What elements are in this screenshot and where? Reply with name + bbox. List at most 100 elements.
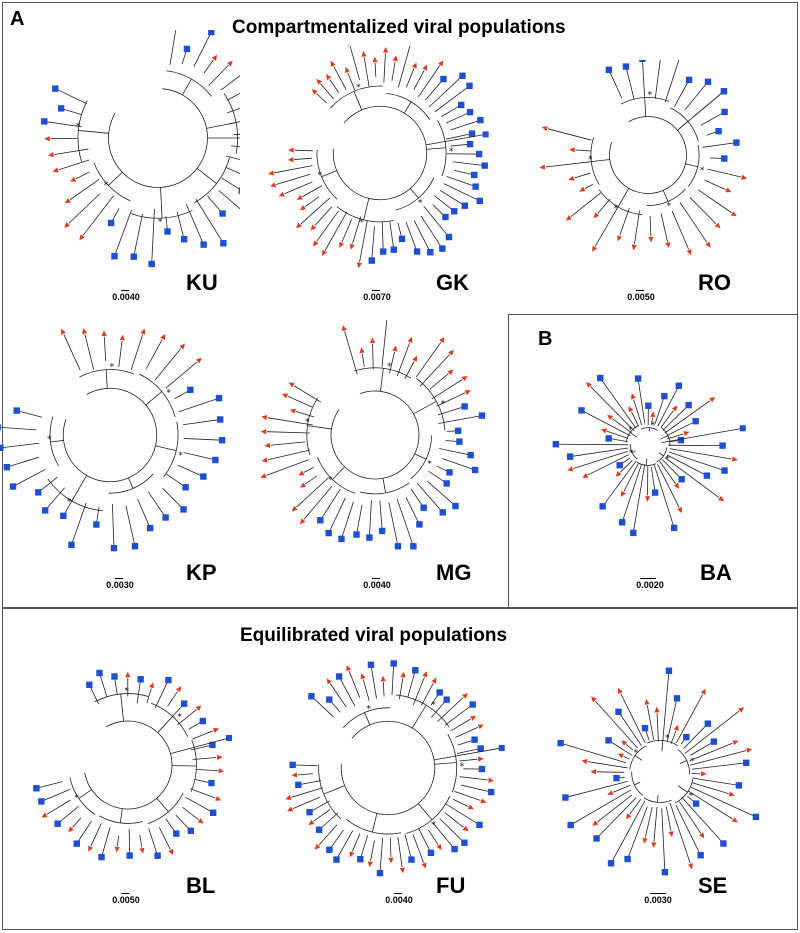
tree-branch: [657, 794, 659, 803]
leaf-triangle-marker: [448, 349, 454, 356]
leaf-square-marker: [566, 453, 574, 460]
tree-label-ro: RO: [698, 270, 731, 295]
leaf-triangle-marker: [607, 414, 614, 421]
tree-branch: [677, 785, 688, 793]
leaf-square-marker: [13, 407, 20, 414]
leaf-triangle-marker: [291, 505, 298, 512]
tree-branch: [665, 806, 672, 831]
leaf-triangle-marker: [369, 337, 376, 344]
leaf-triangle-marker: [738, 707, 745, 713]
leaf-triangle-marker: [642, 837, 648, 844]
tree-branch: [151, 208, 155, 261]
tree-branch: [341, 219, 352, 243]
panel-b-label: B: [538, 328, 553, 350]
leaf-square-marker: [200, 473, 207, 480]
tree-branch: [39, 781, 63, 788]
leaf-triangle-marker: [341, 325, 347, 332]
tree-branch: [342, 501, 354, 537]
leaf-square-marker: [719, 442, 726, 449]
leaf-square-marker: [443, 480, 450, 487]
tree-branch: [155, 445, 177, 452]
tree-branch: [688, 790, 733, 820]
tree-branch: [370, 840, 375, 861]
leaf-square-marker: [461, 403, 468, 410]
leaf-square-marker: [86, 681, 93, 688]
tree-branch: [207, 195, 221, 212]
leaf-square-marker: [218, 437, 226, 444]
leaf-triangle-marker: [592, 820, 599, 826]
leaf-triangle-marker: [586, 381, 592, 388]
leaf-triangle-marker: [714, 222, 721, 229]
tree-branch: [348, 670, 361, 698]
tree-branch: [147, 491, 165, 516]
tree-branch: [165, 818, 175, 832]
tree-branch: [661, 459, 680, 478]
tree-branch: [625, 744, 634, 751]
leaf-triangle-marker: [436, 844, 442, 851]
tree-branch: [154, 348, 182, 381]
tree-branch: [459, 776, 488, 781]
leaf-triangle-marker: [356, 262, 362, 269]
scale-label-mg: 0.0040: [363, 580, 391, 590]
tree-node-marker: *: [366, 705, 371, 715]
leaf-triangle-marker: [447, 369, 454, 376]
leaf-triangle-marker: [388, 857, 394, 864]
leaf-square-marker: [137, 676, 144, 683]
tree-branch: [183, 452, 213, 460]
tree-branch: [444, 705, 471, 726]
tree-branch: [105, 369, 108, 389]
tree-branch: [294, 157, 313, 160]
tree-label-se: SE: [698, 873, 728, 898]
tree-branch: [0, 426, 37, 431]
tree-branch: [414, 453, 427, 460]
tree-branch: [192, 757, 217, 760]
tree-branch: [369, 500, 372, 535]
leaf-square-marker: [220, 240, 227, 247]
tree-branch: [407, 673, 415, 698]
compartmentalized-frame: [2, 2, 798, 608]
tree-branch: [50, 440, 64, 443]
tree-branch: [381, 221, 384, 249]
leaf-triangle-marker: [671, 405, 678, 412]
tree-branch: [332, 466, 345, 480]
tree-branch: [428, 470, 445, 483]
tree-branch: [662, 673, 670, 741]
tree-label-mg: MG: [436, 560, 472, 585]
tree-node-marker: *: [634, 748, 639, 758]
leaf-triangle-marker: [541, 126, 548, 132]
tree-branch: [374, 63, 377, 78]
tree-spine: [332, 105, 428, 201]
tree-branch: [563, 743, 627, 764]
tree-branch: [116, 835, 120, 847]
leaf-triangle-marker: [683, 431, 690, 437]
tree-branch: [302, 185, 323, 198]
leaf-triangle-marker: [705, 241, 711, 248]
leaf-triangle-marker: [600, 428, 608, 434]
tree-branch: [274, 165, 313, 174]
tree-clade-arc: [620, 97, 670, 105]
tree-branch: [227, 107, 240, 114]
tree-branch: [145, 339, 163, 370]
tree-label-gk: GK: [436, 270, 469, 295]
tree-branch: [321, 812, 339, 829]
leaf-square-marker: [54, 820, 61, 827]
leaf-triangle-marker: [296, 194, 303, 200]
leaf-square-marker: [446, 469, 453, 476]
tree-branch: [445, 440, 457, 442]
tree-branch: [182, 419, 218, 426]
leaf-square-marker: [468, 130, 476, 137]
leaf-square-marker: [477, 745, 484, 752]
leaf-square-marker: [639, 60, 646, 63]
tree-clade-arc: [108, 473, 154, 494]
leaf-triangle-marker: [621, 740, 628, 746]
tree-branch: [439, 818, 463, 841]
tree-branch: [391, 666, 394, 695]
tree-branch: [661, 808, 666, 870]
leaf-square-marker: [665, 667, 673, 674]
tree-branch: [681, 796, 722, 842]
tree-branch: [661, 740, 664, 752]
tree-branch: [609, 72, 623, 99]
leaf-square-marker: [315, 826, 323, 833]
leaf-triangle-marker: [630, 393, 636, 400]
tree-branch: [294, 149, 313, 152]
